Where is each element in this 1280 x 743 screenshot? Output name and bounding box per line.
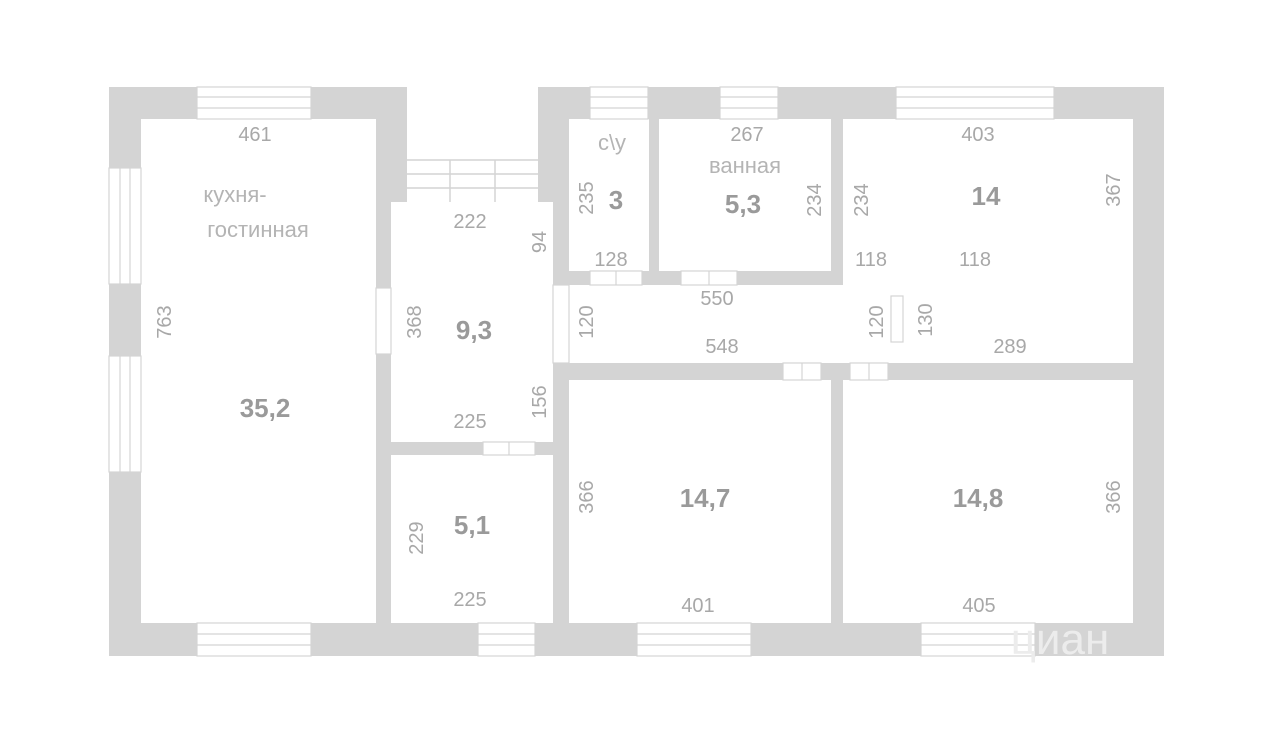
dim-ne-right: 367 [1103, 173, 1125, 207]
room-kitchen [141, 119, 376, 623]
dim-kitchen-top: 461 [238, 124, 272, 146]
area-bath: 5,3 [724, 189, 762, 219]
area-ne: 14 [971, 181, 1001, 211]
room-wc [569, 119, 649, 271]
dim-hall-top: 222 [453, 211, 487, 233]
label-kitchen-line1: кухня- [203, 182, 267, 207]
dim-corridor-right: 120 [866, 305, 888, 339]
dim-bath-top: 267 [730, 124, 764, 146]
dim-ne-inner-2: 118 [959, 249, 991, 271]
room-small [391, 455, 553, 623]
dim-kitchen-side: 763 [154, 305, 176, 339]
dim-wc-bottom: 128 [594, 249, 628, 271]
dim-hall-right-bottom: 156 [529, 385, 551, 419]
area-s2: 14,8 [952, 483, 1004, 513]
dim-hall-bottom: 225 [453, 411, 487, 433]
dim-s2-side: 366 [1103, 480, 1125, 514]
area-kitchen: 35,2 [239, 393, 291, 423]
dim-ne-top: 403 [961, 124, 995, 146]
room-hall [391, 202, 553, 442]
dim-s1-bottom: 401 [681, 595, 715, 617]
watermark-text: циан [1010, 615, 1110, 664]
area-hall: 9,3 [455, 315, 493, 345]
dim-ne-left: 234 [851, 183, 873, 217]
dim-corridor-bottom: 548 [705, 336, 739, 358]
room-corridor [569, 285, 891, 363]
dim-corridor-top: 550 [700, 288, 734, 310]
dim-ne-inner-3: 130 [915, 303, 937, 337]
dim-hall-right-top: 94 [529, 230, 551, 254]
dim-wc-side: 235 [576, 181, 598, 215]
area-s1: 14,7 [679, 483, 731, 513]
dim-s1-side: 366 [576, 480, 598, 514]
dim-corridor-left: 120 [576, 305, 598, 339]
room-bath [659, 119, 831, 271]
dim-hall-left: 368 [404, 305, 426, 339]
dim-bath-side: 234 [804, 183, 826, 217]
label-kitchen-line2: гостинная [207, 217, 309, 242]
area-wc: 3 [608, 185, 624, 215]
label-wc: с\у [597, 130, 627, 155]
room-bedroom-s1 [569, 380, 831, 623]
label-bath: ванная [708, 153, 782, 178]
dim-s2-bottom: 405 [962, 595, 996, 617]
dim-small-bottom: 225 [453, 589, 487, 611]
dim-ne-bottom: 289 [993, 336, 1027, 358]
stair-lines [407, 159, 538, 202]
area-small: 5,1 [453, 510, 491, 540]
doors [375, 270, 904, 456]
room-stair-area [407, 87, 538, 202]
room-bedroom-s2 [843, 380, 1133, 623]
windows [108, 86, 1055, 657]
dim-ne-inner-1: 118 [855, 249, 887, 271]
dim-small-side: 229 [406, 521, 428, 555]
